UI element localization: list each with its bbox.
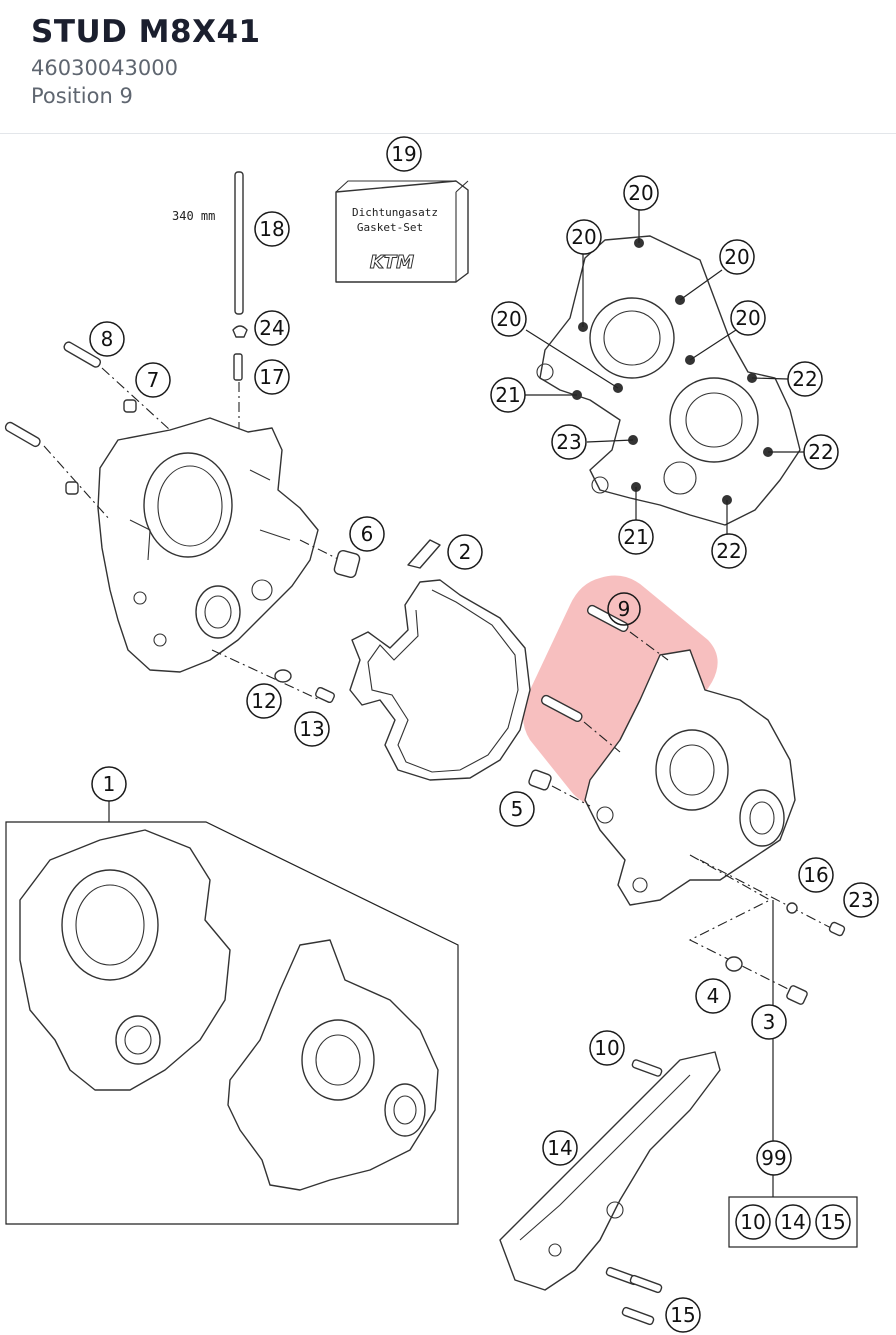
sleeve-5 bbox=[528, 769, 591, 807]
callout-9-selected[interactable]: 9 bbox=[607, 592, 641, 626]
callout-99[interactable]: 99 bbox=[756, 1140, 792, 1176]
callout-label: 21 bbox=[623, 525, 648, 549]
callout-20-e[interactable]: 20 bbox=[730, 300, 766, 336]
callout-19[interactable]: 19 bbox=[386, 136, 422, 172]
callout-label: 17 bbox=[259, 365, 284, 389]
callout-12[interactable]: 12 bbox=[246, 683, 282, 719]
callout-label: 22 bbox=[716, 539, 741, 563]
callout-22-a[interactable]: 22 bbox=[787, 361, 823, 397]
kit-item-15[interactable]: 15 bbox=[815, 1204, 851, 1240]
part-number: 46030043000 bbox=[31, 56, 178, 80]
callout-8[interactable]: 8 bbox=[89, 321, 125, 357]
callout-label: 16 bbox=[803, 863, 828, 887]
washer-screw-12-13 bbox=[211, 649, 335, 704]
callout-1[interactable]: 1 bbox=[91, 766, 127, 802]
callout-label: 10 bbox=[594, 1036, 619, 1060]
callout-label: 7 bbox=[147, 368, 160, 392]
callout-24[interactable]: 24 bbox=[254, 310, 290, 346]
callout-label: 13 bbox=[299, 717, 324, 741]
kit-item-10[interactable]: 10 bbox=[735, 1204, 771, 1240]
callout-20-a[interactable]: 20 bbox=[623, 175, 659, 211]
callout-label: 1 bbox=[103, 772, 116, 796]
callout-13[interactable]: 13 bbox=[294, 711, 330, 747]
callout-label: 99 bbox=[761, 1146, 786, 1170]
part-header: STUD M8X41 46030043000 Position 9 bbox=[0, 0, 896, 134]
callout-label: 6 bbox=[361, 522, 374, 546]
callout-label: 20 bbox=[571, 225, 596, 249]
crankcase-kit-box bbox=[5, 800, 459, 1225]
callout-21-b[interactable]: 21 bbox=[618, 519, 654, 555]
callout-label: 18 bbox=[259, 217, 284, 241]
callout-label: 14 bbox=[547, 1136, 572, 1160]
callout-label: 4 bbox=[707, 984, 720, 1008]
callout-20-d[interactable]: 20 bbox=[491, 301, 527, 337]
callout-label: 5 bbox=[511, 797, 524, 821]
hose-length-label: 340 mm bbox=[172, 209, 215, 223]
callout-label: 2 bbox=[459, 540, 472, 564]
right-crankcase-mid bbox=[584, 649, 796, 906]
callout-5[interactable]: 5 bbox=[499, 791, 535, 827]
callout-10[interactable]: 10 bbox=[589, 1030, 625, 1066]
callout-16[interactable]: 16 bbox=[798, 857, 834, 893]
exploded-parts-diagram: Dichtungasatz Gasket-Set KTM 340 mm bbox=[4, 136, 879, 1333]
brand-logo: KTM bbox=[370, 252, 414, 273]
callout-label: 20 bbox=[735, 306, 760, 330]
callout-label: 22 bbox=[792, 367, 817, 391]
callout-20-c[interactable]: 20 bbox=[719, 239, 755, 275]
callout-7[interactable]: 7 bbox=[135, 362, 171, 398]
kit-item-14[interactable]: 14 bbox=[775, 1204, 811, 1240]
callout-label: 3 bbox=[763, 1010, 776, 1034]
callout-22-b[interactable]: 22 bbox=[803, 434, 839, 470]
callout-23-b[interactable]: 23 bbox=[843, 882, 879, 918]
callout-20-b[interactable]: 20 bbox=[566, 219, 602, 255]
callout-label: 20 bbox=[628, 181, 653, 205]
callout-6[interactable]: 6 bbox=[349, 516, 385, 552]
callout-label: 15 bbox=[670, 1303, 695, 1327]
callout-21-a[interactable]: 21 bbox=[490, 377, 526, 413]
kit-item-label: 14 bbox=[780, 1210, 805, 1234]
callout-label: 23 bbox=[848, 888, 873, 912]
callout-label: 24 bbox=[259, 316, 284, 340]
part-title: STUD M8X41 bbox=[31, 14, 261, 50]
callout-label: 23 bbox=[556, 430, 581, 454]
gasket-set-label-de: Dichtungasatz bbox=[352, 206, 438, 219]
callout-15[interactable]: 15 bbox=[665, 1297, 701, 1333]
callout-2[interactable]: 2 bbox=[447, 534, 483, 570]
callout-label: 19 bbox=[391, 142, 416, 166]
sprocket-cover bbox=[499, 1051, 721, 1326]
callout-17[interactable]: 17 bbox=[254, 359, 290, 395]
right-crankcase-top bbox=[536, 235, 801, 526]
callout-label: 12 bbox=[251, 689, 276, 713]
callout-18[interactable]: 18 bbox=[254, 211, 290, 247]
callout-label: 9 bbox=[618, 597, 631, 621]
kit-99-box bbox=[728, 1174, 858, 1248]
screw-plug-16-23-3-4 bbox=[688, 854, 846, 1005]
callout-label: 20 bbox=[496, 307, 521, 331]
callout-label: 20 bbox=[724, 245, 749, 269]
left-crankcase bbox=[97, 417, 319, 673]
callout-label: 8 bbox=[101, 327, 114, 351]
breather-hose: 340 mm bbox=[172, 171, 248, 440]
callout-label: 21 bbox=[495, 383, 520, 407]
kit-item-label: 15 bbox=[820, 1210, 845, 1234]
callout-23-a[interactable]: 23 bbox=[551, 424, 587, 460]
gasket-set-label-en: Gasket-Set bbox=[357, 221, 423, 234]
stud-m8x41 bbox=[540, 604, 669, 753]
gasket-set-box: Dichtungasatz Gasket-Set KTM bbox=[335, 180, 469, 283]
callout-22-c[interactable]: 22 bbox=[711, 533, 747, 569]
callout-4[interactable]: 4 bbox=[695, 978, 731, 1014]
kit-item-label: 10 bbox=[740, 1210, 765, 1234]
part-position: Position 9 bbox=[31, 84, 133, 108]
callout-3[interactable]: 3 bbox=[751, 1004, 787, 1040]
callout-14[interactable]: 14 bbox=[542, 1130, 578, 1166]
left-case-sleeve-7 bbox=[65, 399, 137, 495]
seal-6 bbox=[299, 539, 361, 579]
crankcase-gasket bbox=[349, 539, 531, 781]
callout-label: 22 bbox=[808, 440, 833, 464]
